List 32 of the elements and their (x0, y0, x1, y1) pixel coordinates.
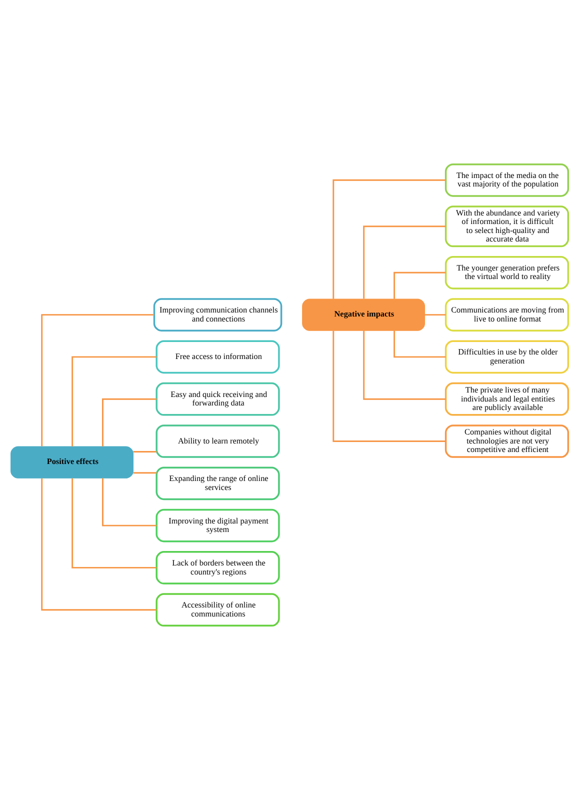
node-box: Lack of borders between the country's regions (156, 550, 280, 584)
node-box: Easy and quick receiving and forwarding data (156, 382, 280, 416)
connector (363, 225, 446, 298)
connector (72, 478, 156, 568)
node-box: Communications are moving from live to online format (444, 298, 570, 331)
connector (394, 271, 446, 298)
connector (41, 478, 156, 610)
node-box: Expanding the range of online services (156, 466, 280, 500)
node-box: Free access to information (156, 340, 280, 374)
connector (133, 450, 157, 452)
connector (72, 356, 156, 446)
node-box: Companies without digital technologies are not very competitive and efficient (444, 424, 570, 458)
node-box: Improving the digital payment system (156, 508, 280, 542)
node-box: Ability to learn remotely (156, 424, 280, 458)
node-box: Negative impacts (302, 298, 426, 330)
connector (363, 330, 446, 400)
connector (102, 478, 157, 526)
connector (332, 330, 446, 442)
node-box: The private lives of many individuals and legal entities are publicly available (444, 382, 570, 416)
node-box: Difficulties in use by the older generation (444, 340, 570, 374)
connector (41, 314, 154, 446)
connector (332, 178, 446, 298)
connector (394, 330, 446, 358)
node-box: The impact of the media on the vast majority of the population (444, 162, 570, 196)
node-box: With the abundance and variety of information, it is difficult to select high-quality and accurate data (444, 205, 570, 247)
connector (102, 398, 157, 446)
node-box: Positive effects (10, 446, 134, 478)
connector (424, 314, 446, 316)
connector (133, 472, 157, 474)
node-box: The younger generation prefers the virtual world to reality (444, 255, 570, 289)
node-box: Accessibility of online communications (156, 592, 280, 626)
node-box: Improving communication channels and connections (153, 298, 282, 331)
